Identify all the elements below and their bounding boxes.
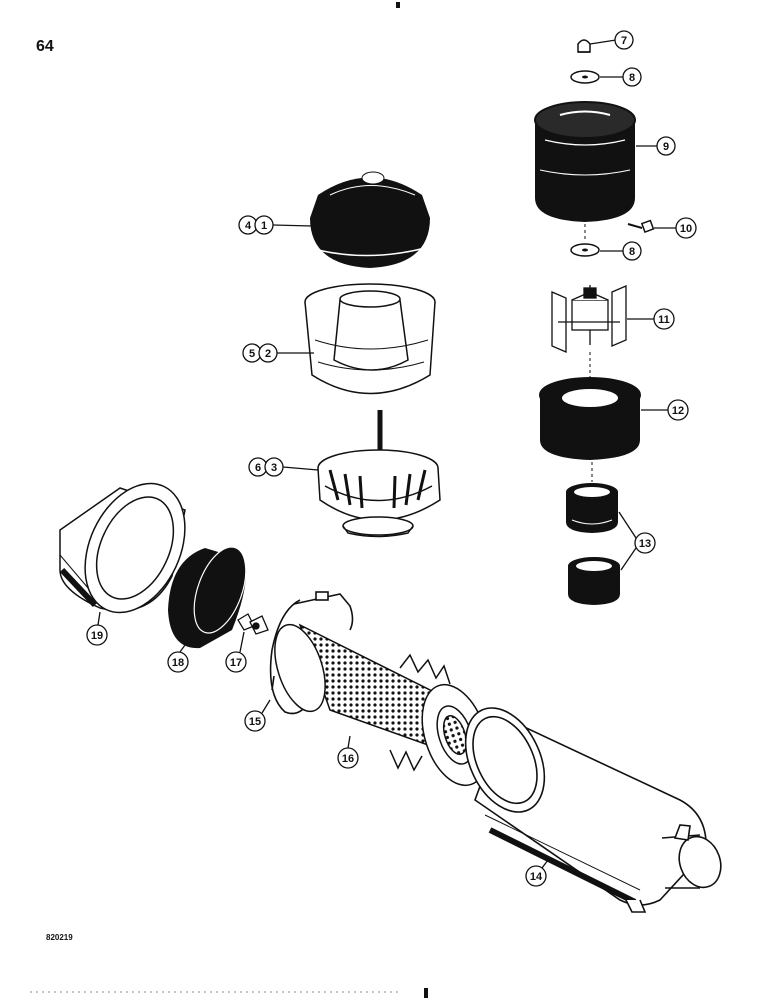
callout-15-label: 15 (249, 716, 261, 728)
callout-12-label: 12 (672, 405, 684, 417)
callout-3-label: 3 (271, 462, 277, 474)
screw-part (627, 219, 655, 234)
callout-13-label: 13 (639, 538, 651, 550)
callout-10-label: 10 (680, 223, 692, 235)
callout-16-label: 16 (342, 753, 354, 765)
sleeve-part (566, 483, 618, 533)
callouts (86, 30, 697, 887)
callout-6-label: 6 (255, 462, 261, 474)
cover-part (534, 101, 636, 222)
callout-11-label: 11 (658, 314, 670, 326)
callout-14-label: 14 (530, 871, 543, 883)
vane-insert-part (551, 285, 627, 353)
baffle-part (168, 546, 247, 649)
filter-element-part (274, 623, 489, 787)
dust-cup-part (59, 482, 186, 614)
sleeve-part (568, 557, 620, 605)
callout-17-label: 17 (230, 657, 242, 669)
callout-labels: 7 8 9 10 8 11 12 13 4 1 5 2 6 3 19 18 17… (91, 35, 692, 883)
crop-mark (424, 988, 428, 998)
callout-8-label: 8 (629, 246, 635, 258)
callout-9-label: 9 (663, 141, 669, 153)
callout-7-label: 7 (621, 35, 627, 47)
precleaner-base-part (317, 410, 441, 538)
wing-nut-part (237, 613, 269, 635)
washer-part (570, 70, 600, 84)
crop-mark (396, 2, 400, 8)
callout-1-label: 1 (261, 220, 267, 232)
cap-nut-part (577, 39, 591, 53)
page-number: 64 (36, 38, 54, 55)
ring-element-part (539, 377, 641, 460)
housing-part (464, 707, 722, 913)
precleaner-bowl-part (304, 283, 436, 395)
callout-19-label: 19 (91, 630, 103, 642)
callout-4-label: 4 (245, 220, 252, 232)
clamp-part (269, 591, 354, 715)
callout-8-label: 8 (629, 72, 635, 84)
figure-code: 820219 (46, 933, 73, 942)
callout-2-label: 2 (265, 348, 271, 360)
callout-5-label: 5 (249, 348, 255, 360)
precleaner-cap-part (310, 171, 430, 268)
callout-7-circle (614, 30, 634, 50)
callout-18-label: 18 (172, 657, 184, 669)
washer-part (570, 243, 600, 257)
